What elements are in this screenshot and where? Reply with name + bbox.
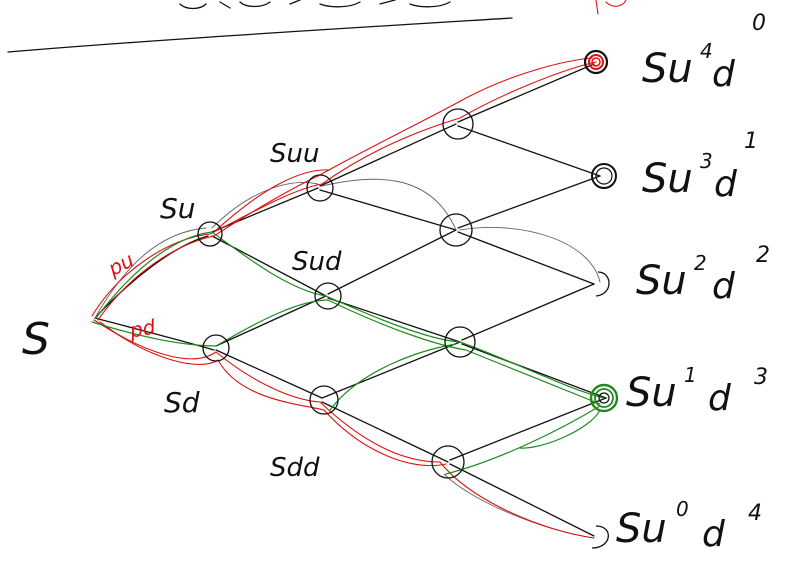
svg-text:d: d bbox=[712, 54, 736, 95]
svg-text:4: 4 bbox=[748, 501, 762, 526]
node-suu bbox=[306, 174, 334, 202]
svg-text:1: 1 bbox=[744, 129, 758, 154]
cropped-red-marks bbox=[595, 0, 627, 15]
node-l3-3 bbox=[444, 326, 476, 358]
svg-text:2: 2 bbox=[694, 251, 707, 275]
terminal-node-3 bbox=[595, 271, 610, 297]
svg-text:Su: Su bbox=[626, 370, 677, 416]
node-l3-2 bbox=[439, 213, 473, 247]
node-l3-1 bbox=[442, 108, 474, 140]
terminal-node-5 bbox=[591, 525, 609, 549]
red-path-down bbox=[93, 319, 595, 539]
svg-text:0: 0 bbox=[676, 497, 689, 521]
node-sud bbox=[314, 282, 342, 310]
prob-down-label: pd bbox=[127, 314, 157, 342]
node-su bbox=[197, 221, 223, 247]
label-sud: Sud bbox=[292, 247, 342, 277]
svg-text:2: 2 bbox=[756, 243, 770, 268]
terminal-node-2 bbox=[591, 163, 617, 189]
root-label: S bbox=[22, 314, 50, 365]
outcome-4: Su 1 d 3 bbox=[626, 363, 768, 419]
lattice-nodes bbox=[197, 49, 619, 549]
outcome-1: Su 4 d 0 bbox=[642, 11, 766, 95]
label-sd: Sd bbox=[164, 386, 200, 419]
svg-text:1: 1 bbox=[684, 363, 697, 387]
svg-text:Su: Su bbox=[642, 156, 693, 202]
lattice-edges bbox=[94, 63, 607, 539]
label-su: Su bbox=[160, 192, 196, 225]
node-sd bbox=[202, 334, 230, 362]
terminal-node-4 bbox=[589, 383, 619, 413]
svg-text:3: 3 bbox=[754, 365, 768, 390]
node-l3-4 bbox=[431, 445, 465, 479]
node-sdd bbox=[309, 385, 339, 415]
svg-text:d: d bbox=[714, 164, 738, 205]
svg-text:d: d bbox=[708, 378, 732, 419]
terminal-node-1 bbox=[583, 49, 609, 75]
red-path-up bbox=[91, 57, 597, 321]
svg-text:Su: Su bbox=[616, 506, 667, 552]
svg-text:4: 4 bbox=[700, 39, 713, 63]
green-path bbox=[91, 231, 605, 475]
outcome-2: Su 3 d 1 bbox=[642, 129, 758, 205]
cropped-heading-scribble bbox=[179, 0, 451, 10]
label-sdd: Sdd bbox=[270, 453, 320, 483]
svg-text:d: d bbox=[712, 266, 736, 307]
top-underline bbox=[7, 17, 513, 53]
outcome-5: Su 0 d 4 bbox=[616, 497, 762, 555]
svg-text:Su: Su bbox=[636, 258, 687, 304]
svg-text:0: 0 bbox=[752, 11, 766, 36]
label-suu: Suu bbox=[270, 139, 319, 169]
svg-text:d: d bbox=[702, 514, 726, 555]
svg-text:3: 3 bbox=[700, 149, 713, 173]
svg-text:Su: Su bbox=[642, 46, 693, 92]
outcome-3: Su 2 d 2 bbox=[636, 243, 770, 307]
